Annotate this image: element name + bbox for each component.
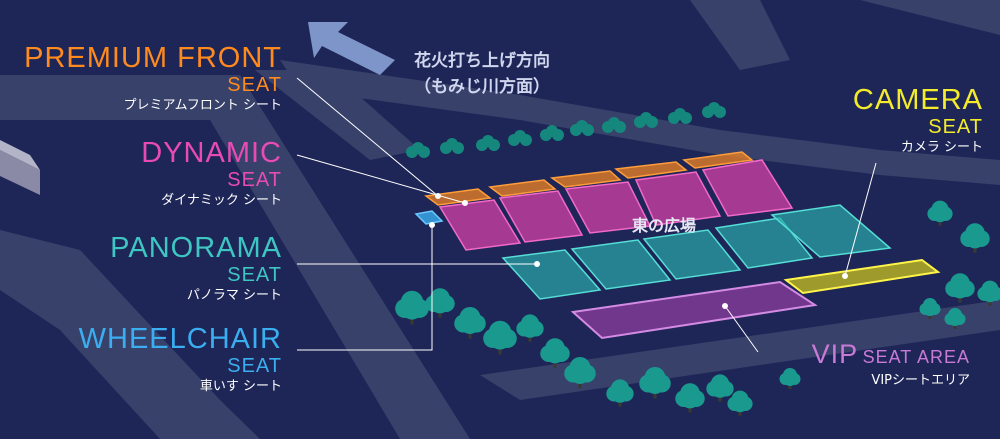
bush	[582, 124, 594, 136]
tree	[982, 286, 998, 303]
wheelchair-seat-area	[414, 210, 444, 225]
leader-lines	[296, 77, 877, 353]
bush	[418, 146, 430, 158]
vip-label: VIP SEAT AREA VIPシートエリア	[811, 339, 970, 388]
camera-seat-area	[783, 258, 941, 295]
wheelchair-label: WHEELCHAIR SEAT 車いす シート	[78, 323, 282, 394]
premium-front-jp: プレミアムフロント シート	[123, 98, 282, 113]
vip-seat-area	[570, 280, 818, 340]
premium-front-seat-word: SEAT	[227, 74, 282, 96]
bush	[452, 142, 464, 154]
bush	[520, 134, 532, 146]
camera-title: CAMERA	[852, 84, 983, 116]
tree	[923, 303, 937, 316]
vip-jp: VIPシートエリア	[871, 373, 970, 388]
tree	[932, 206, 948, 223]
tree	[732, 396, 748, 413]
tree	[711, 380, 729, 398]
tree	[545, 345, 565, 364]
tree	[783, 373, 797, 386]
bush	[488, 139, 500, 151]
bush	[680, 112, 692, 124]
wheelchair-title: WHEELCHAIR	[78, 323, 282, 355]
tree	[680, 390, 700, 409]
dynamic-label: DYNAMIC SEAT ダイナミック シート	[141, 137, 282, 208]
tree	[570, 364, 590, 384]
tree	[950, 280, 970, 299]
tree	[645, 374, 665, 394]
bush	[714, 106, 726, 118]
tree	[460, 314, 480, 334]
bush	[552, 129, 564, 141]
tree	[521, 320, 539, 338]
bush	[646, 116, 658, 128]
dynamic-jp: ダイナミック シート	[161, 193, 282, 208]
fireworks-direction-line1: 花火打ち上げ方向	[414, 50, 550, 71]
dynamic-seat-area	[438, 159, 794, 251]
tree	[430, 295, 450, 314]
panorama-jp: パノラマ シート	[186, 288, 282, 303]
premium-front-title: PREMIUM FRONT	[24, 42, 282, 74]
bush	[614, 121, 626, 133]
direction-arrow-icon	[308, 22, 395, 75]
panorama-title: PANORAMA	[110, 232, 282, 264]
vip-seat-area-word: SEAT AREA	[862, 347, 970, 367]
premium-front-seat-area	[424, 151, 754, 206]
tree	[948, 313, 962, 326]
wheelchair-jp: 車いす シート	[199, 379, 282, 394]
camera-label: CAMERA SEAT カメラ シート	[852, 84, 983, 155]
premium-front-label: PREMIUM FRONT SEAT プレミアムフロント シート	[24, 42, 282, 113]
tree	[489, 328, 511, 350]
tree	[401, 298, 423, 320]
panorama-seat-area	[501, 204, 892, 300]
dynamic-title: DYNAMIC	[141, 137, 282, 169]
camera-jp: カメラ シート	[900, 140, 983, 155]
dynamic-seat-word: SEAT	[227, 169, 282, 191]
trees	[395, 102, 1000, 416]
tree	[965, 230, 985, 249]
wheelchair-seat-word: SEAT	[227, 355, 282, 377]
panorama-label: PANORAMA SEAT パノラマ シート	[110, 232, 282, 303]
tree	[611, 385, 629, 403]
fireworks-direction-line2: （もみじ川方面）	[414, 76, 550, 97]
plaza-label: 東の広場	[632, 216, 696, 235]
vip-title: VIP	[811, 339, 859, 369]
building	[0, 140, 40, 195]
panorama-seat-word: SEAT	[227, 264, 282, 286]
camera-seat-word: SEAT	[928, 116, 983, 138]
